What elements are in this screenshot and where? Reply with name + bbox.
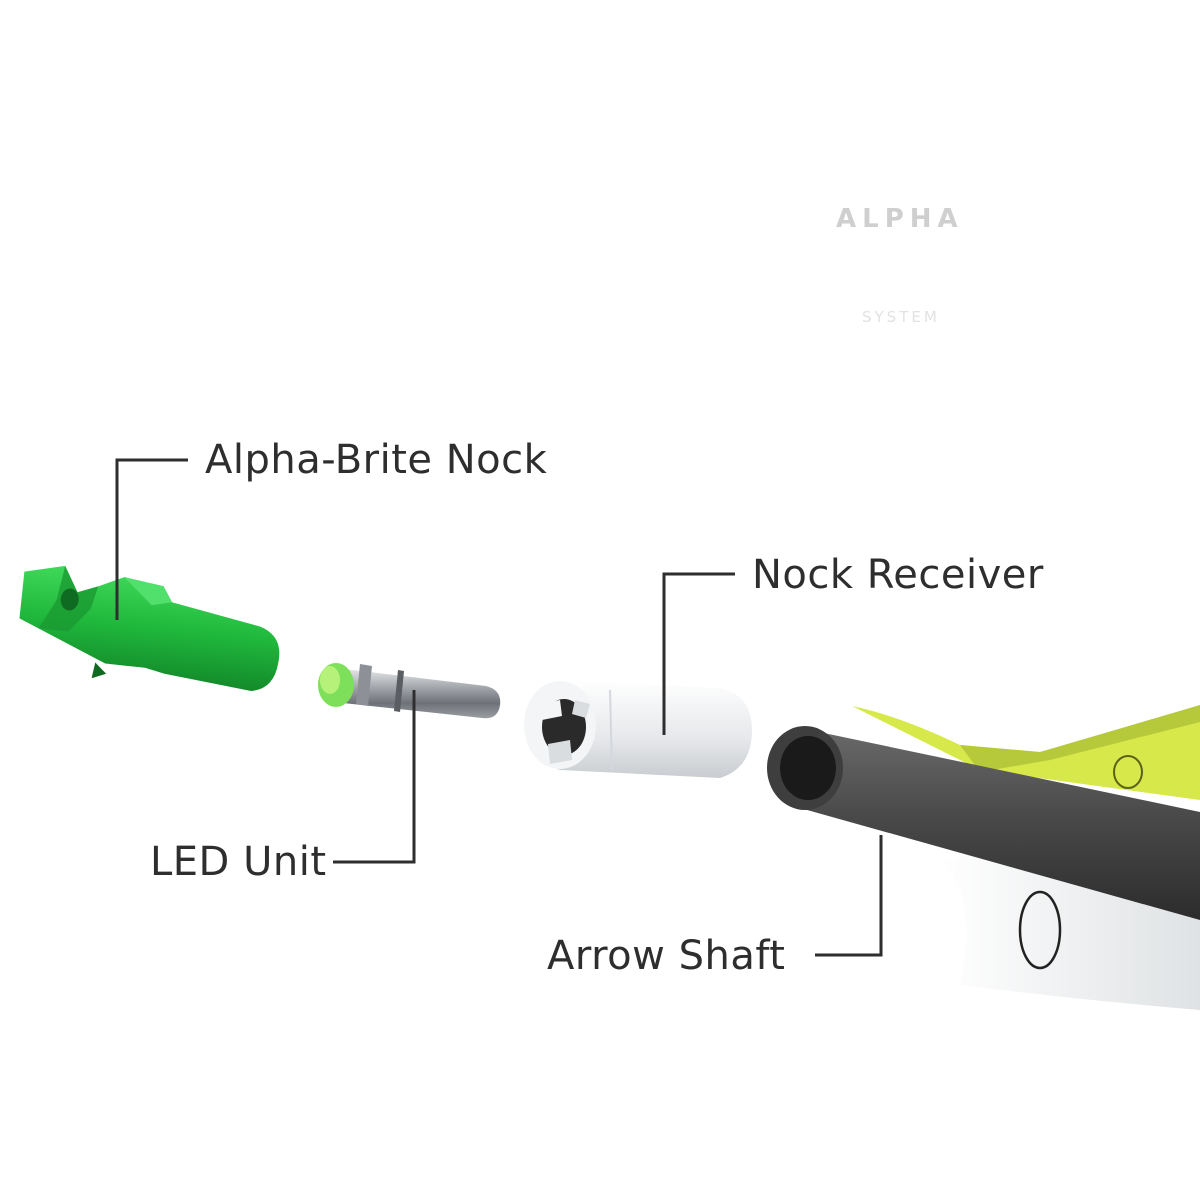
alpha-brite-nock — [19, 565, 280, 691]
leader-led — [333, 690, 416, 864]
label-alpha-brite-nock: Alpha-Brite Nock — [205, 437, 548, 483]
leader-lines — [115, 458, 883, 957]
brand-title: ALPHA — [836, 204, 964, 234]
led-unit — [318, 663, 501, 719]
arrow-shaft — [767, 726, 1200, 920]
leader-nock — [115, 458, 188, 620]
leader-receiver — [662, 572, 735, 735]
nock-receiver — [524, 680, 752, 778]
label-led-unit: LED Unit — [150, 839, 327, 885]
leader-shaft — [815, 835, 883, 957]
label-arrow-shaft: Arrow Shaft — [547, 933, 786, 979]
label-nock-receiver: Nock Receiver — [752, 552, 1044, 598]
brand-tagline: SYSTEM — [862, 308, 940, 326]
